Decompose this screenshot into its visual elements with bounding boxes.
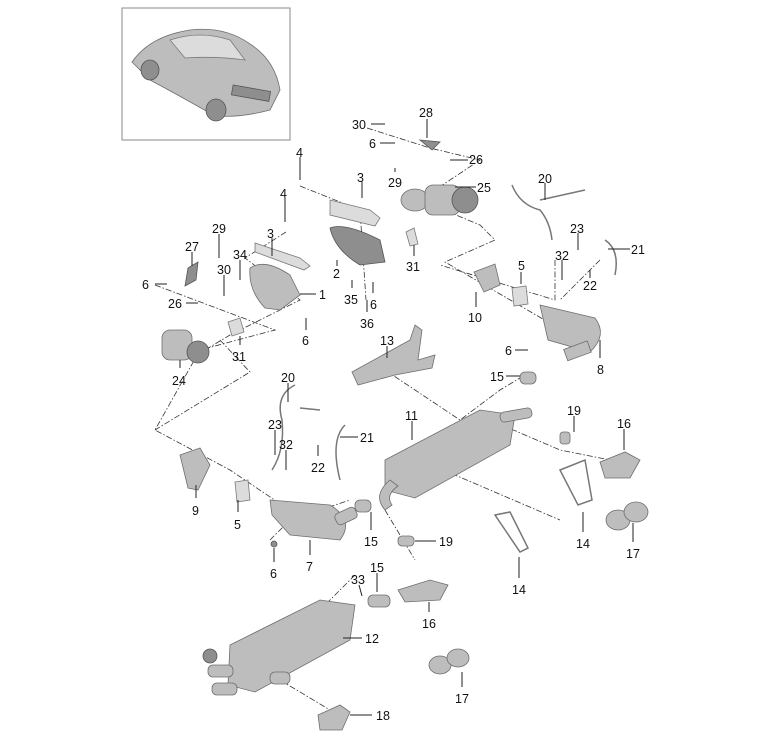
exhaust-manifold-right[interactable] <box>329 226 386 266</box>
bracket-27[interactable] <box>184 261 199 287</box>
part-callout[interactable]: 21 <box>631 243 645 257</box>
gasket-31-right[interactable] <box>405 227 419 247</box>
part-callout[interactable]: 6 <box>505 344 512 358</box>
tailpipe-16-mid[interactable] <box>397 579 449 603</box>
part-callout[interactable]: 29 <box>212 222 226 236</box>
heat-shield-10[interactable] <box>473 263 501 293</box>
assembly-lines <box>154 127 611 711</box>
part-callout[interactable]: 14 <box>512 583 526 597</box>
part-callout[interactable]: 17 <box>455 692 469 706</box>
part-callout[interactable]: 6 <box>302 334 309 348</box>
part-callout[interactable]: 10 <box>468 311 482 325</box>
strap-14-right[interactable] <box>558 458 593 506</box>
parts <box>161 139 649 731</box>
cross-brace[interactable] <box>351 324 436 386</box>
clamp-15-lower[interactable] <box>367 594 391 608</box>
part-callout[interactable]: 32 <box>279 438 293 452</box>
vehicle-thumbnail[interactable] <box>121 7 291 141</box>
part-callout[interactable]: 19 <box>439 535 453 549</box>
part-callout[interactable]: 4 <box>280 187 287 201</box>
part-callout[interactable]: 25 <box>477 181 491 195</box>
part-callout[interactable]: 15 <box>370 561 384 575</box>
part-callout[interactable]: 26 <box>469 153 483 167</box>
part-callout[interactable]: 27 <box>185 240 199 254</box>
strap-14-mid[interactable] <box>493 511 530 553</box>
part-callout[interactable]: 34 <box>233 248 247 262</box>
leader-lines <box>155 119 634 716</box>
part-callout[interactable]: 31 <box>232 350 246 364</box>
part-callout[interactable]: 15 <box>490 370 504 384</box>
rear-silencer-12[interactable] <box>202 599 356 696</box>
part-callout[interactable]: 30 <box>352 118 366 132</box>
part-callout[interactable]: 7 <box>306 560 313 574</box>
part-callout[interactable]: 20 <box>281 371 295 385</box>
part-callout[interactable]: 33 <box>351 573 365 587</box>
manifold-gasket-upper[interactable] <box>329 199 381 227</box>
part-callout[interactable]: 17 <box>626 547 640 561</box>
rear-silencer-11[interactable] <box>379 407 533 511</box>
part-callout[interactable]: 5 <box>234 518 241 532</box>
part-callout[interactable]: 35 <box>344 293 358 307</box>
part-callout[interactable]: 28 <box>419 106 433 120</box>
tailpipe-18[interactable] <box>317 704 351 731</box>
part-callout[interactable]: 19 <box>567 404 581 418</box>
twin-tailpipe-lower[interactable] <box>428 648 470 675</box>
part-callout[interactable]: 22 <box>311 461 325 475</box>
part-callout[interactable]: 20 <box>538 172 552 186</box>
turbocharger-right[interactable] <box>400 184 479 216</box>
gasket-5-left[interactable] <box>234 479 251 503</box>
leader-line <box>358 584 363 597</box>
turbocharger-left[interactable] <box>161 329 210 364</box>
part-callout[interactable]: 23 <box>268 418 282 432</box>
part-callout[interactable]: 13 <box>380 334 394 348</box>
part-callout[interactable]: 30 <box>217 263 231 277</box>
part-callout[interactable]: 26 <box>168 297 182 311</box>
heat-shield-left[interactable] <box>249 263 301 311</box>
gasket-5-right[interactable] <box>511 285 529 307</box>
part-callout[interactable]: 1 <box>319 288 326 302</box>
part-callout[interactable]: 4 <box>296 146 303 160</box>
part-callout[interactable]: 6 <box>270 567 277 581</box>
nut[interactable] <box>270 540 278 548</box>
part-callout[interactable]: 22 <box>583 279 597 293</box>
part-callout[interactable]: 3 <box>357 171 364 185</box>
part-callout[interactable]: 2 <box>333 267 340 281</box>
part-callout[interactable]: 29 <box>388 176 402 190</box>
heat-shield-9[interactable] <box>179 447 211 491</box>
bracket-28[interactable] <box>418 139 441 151</box>
twin-tailpipe-right[interactable] <box>605 501 649 531</box>
part-callout[interactable]: 21 <box>360 431 374 445</box>
part-callout[interactable]: 6 <box>369 137 376 151</box>
tailpipe-16-right[interactable] <box>599 451 641 479</box>
catalytic-converter-right[interactable] <box>539 304 601 362</box>
oxygen-sensor-cables[interactable] <box>271 184 617 481</box>
part-callout[interactable]: 16 <box>422 617 436 631</box>
catalytic-converter-left[interactable] <box>269 499 359 541</box>
part-callout[interactable]: 5 <box>518 259 525 273</box>
part-callout[interactable]: 24 <box>172 374 186 388</box>
part-callout[interactable]: 3 <box>267 227 274 241</box>
clamp-19-mid[interactable] <box>397 535 415 547</box>
manifold-gasket-lower[interactable] <box>254 242 311 271</box>
part-callout[interactable]: 23 <box>570 222 584 236</box>
part-callout[interactable]: 32 <box>555 249 569 263</box>
part-callout[interactable]: 6 <box>370 298 377 312</box>
clamp-19-right[interactable] <box>559 431 571 445</box>
part-callout[interactable]: 11 <box>405 409 418 423</box>
clamp-15-mid[interactable] <box>354 499 372 513</box>
part-callout[interactable]: 8 <box>597 363 604 377</box>
part-callout[interactable]: 36 <box>360 317 374 331</box>
part-callout[interactable]: 16 <box>617 417 631 431</box>
part-callout[interactable]: 31 <box>406 260 420 274</box>
part-callout[interactable]: 9 <box>192 504 199 518</box>
clamp-15-upper[interactable] <box>519 371 537 385</box>
gasket-31-left[interactable] <box>227 317 245 337</box>
part-callout[interactable]: 14 <box>576 537 590 551</box>
part-callout[interactable]: 12 <box>365 632 379 646</box>
part-callout[interactable]: 15 <box>364 535 378 549</box>
part-callout[interactable]: 6 <box>142 278 149 292</box>
part-callout[interactable]: 18 <box>376 709 390 723</box>
